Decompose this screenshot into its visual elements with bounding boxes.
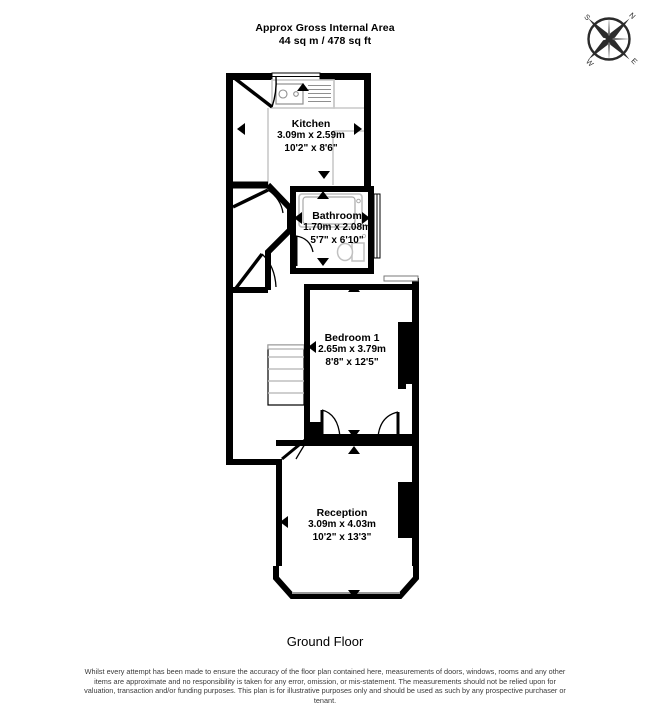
compass-south-label: S — [582, 12, 592, 22]
dimension-arrow-bedroom-bottom — [348, 430, 360, 438]
wall-bathroom-right — [368, 186, 374, 274]
compass-rose-icon: N E S W — [576, 6, 642, 72]
bathroom-toilet — [336, 242, 365, 262]
dimension-arrow-bedroom-top — [348, 284, 360, 292]
window-bedroom-right-upper — [383, 275, 419, 282]
wall-right-bedroom — [412, 278, 419, 448]
wall-hall-mid — [226, 287, 268, 293]
dimension-arrow-bathroom-bottom — [317, 258, 329, 266]
dimension-arrow-bathroom-top — [317, 191, 329, 199]
window-kitchen-top — [271, 72, 321, 81]
wall-hall-bottom — [226, 459, 276, 465]
bathroom-dim-metric: 1.70m x 2.08m — [303, 222, 371, 234]
wall-bedroom-bottom — [304, 434, 418, 440]
dimension-arrow-bathroom-right — [362, 212, 370, 224]
dimension-arrow-kitchen-right — [354, 123, 362, 135]
room-reception — [273, 440, 419, 599]
wall-bathroom-bottom — [290, 268, 374, 274]
dimension-arrow-bedroom-right — [402, 341, 410, 353]
room-bedroom-1 — [304, 275, 419, 448]
room-bathroom — [290, 186, 381, 274]
door-hall-to-kitchen — [232, 188, 284, 214]
dimension-arrow-bathroom-left — [294, 212, 302, 224]
wall-bedroom-top — [304, 284, 418, 290]
wall-kitchen-top-right — [320, 73, 371, 80]
door-bathroom — [294, 235, 314, 266]
room-kitchen — [226, 72, 371, 361]
dimension-arrow-kitchen-bottom — [318, 171, 330, 179]
reception-dim-metric: 3.09m x 4.03m — [308, 519, 376, 531]
dimension-arrow-bedroom-left — [308, 341, 316, 353]
kitchen-dim-imperial: 10'2" x 8'6" — [284, 142, 338, 154]
wall-left-exterior — [226, 73, 233, 361]
reception-name: Reception — [316, 507, 368, 519]
wall-reception-left — [276, 459, 282, 571]
bathroom-dim-imperial: 5'7" x 6'10" — [310, 234, 364, 246]
door-bedroom-right — [377, 411, 400, 438]
area-value: 44 sq m / 478 sq ft — [278, 35, 372, 47]
chimney-breast-bedroom — [398, 322, 414, 384]
dimension-arrow-kitchen-top — [297, 83, 309, 91]
door-hall-to-reception — [281, 434, 311, 461]
kitchen-counter-right — [333, 80, 364, 109]
wall-reception-right — [412, 446, 419, 571]
room-label-reception: Reception 3.09m x 4.03m 10'2" x 13'3" — [290, 507, 394, 544]
bathroom-bathtub — [298, 193, 363, 228]
area-title: Approx Gross Internal Area — [255, 22, 395, 34]
door-kitchen — [231, 75, 277, 109]
bedroom-1-name: Bedroom 1 — [324, 332, 380, 344]
compass-north-label: N — [627, 11, 637, 21]
room-label-bathroom: Bathroom 1.70m x 2.08m 5'7" x 6'10" — [288, 210, 386, 247]
wall-hall-angled — [265, 182, 293, 290]
chimney-breast-reception — [398, 482, 414, 538]
compass-east-label: E — [629, 56, 639, 66]
wall-bedroom-left — [304, 284, 310, 440]
wall-bathroom-top — [290, 186, 374, 192]
door-hall-lower — [231, 252, 277, 294]
gross-internal-area-header: Approx Gross Internal Area 44 sq m / 478… — [0, 22, 650, 48]
dimension-arrow-kitchen-left — [237, 123, 245, 135]
dimension-arrow-reception-right — [402, 516, 410, 528]
chimney-alcove-bedroom — [398, 375, 406, 389]
dimension-arrow-reception-bottom — [348, 590, 360, 598]
bathroom-name: Bathroom — [312, 210, 362, 222]
bathroom-fixture-mark — [361, 233, 367, 239]
door-bedroom-left — [320, 409, 341, 438]
kitchen-name: Kitchen — [291, 118, 331, 130]
window-bathroom-right — [373, 193, 381, 259]
dimension-arrow-reception-top — [348, 446, 360, 454]
wall-right-kitchen — [364, 73, 371, 193]
reception-dim-imperial: 10'2" x 13'3" — [312, 531, 372, 543]
dimension-arrow-reception-left — [280, 516, 288, 528]
disclaimer-text: Whilst every attempt has been made to en… — [84, 667, 566, 705]
wall-kitchen-top-left — [226, 73, 272, 80]
room-label-bedroom-1: Bedroom 1 2.65m x 3.79m 8'8" x 12'5" — [300, 332, 404, 369]
kitchen-dim-metric: 3.09m x 2.59m — [277, 130, 345, 142]
staircase — [267, 344, 305, 406]
wall-reception-top — [276, 440, 418, 446]
bedroom-1-dim-imperial: 8'8" x 12'5" — [325, 356, 379, 368]
room-label-kitchen: Kitchen 3.09m x 2.59m 10'2" x 8'6" — [259, 118, 363, 155]
floor-title: Ground Floor — [286, 634, 364, 649]
bay-window-reception — [273, 566, 419, 599]
bedroom-1-dim-metric: 2.65m x 3.79m — [318, 344, 386, 356]
hallway — [226, 181, 293, 465]
wall-left-lower — [226, 355, 233, 465]
